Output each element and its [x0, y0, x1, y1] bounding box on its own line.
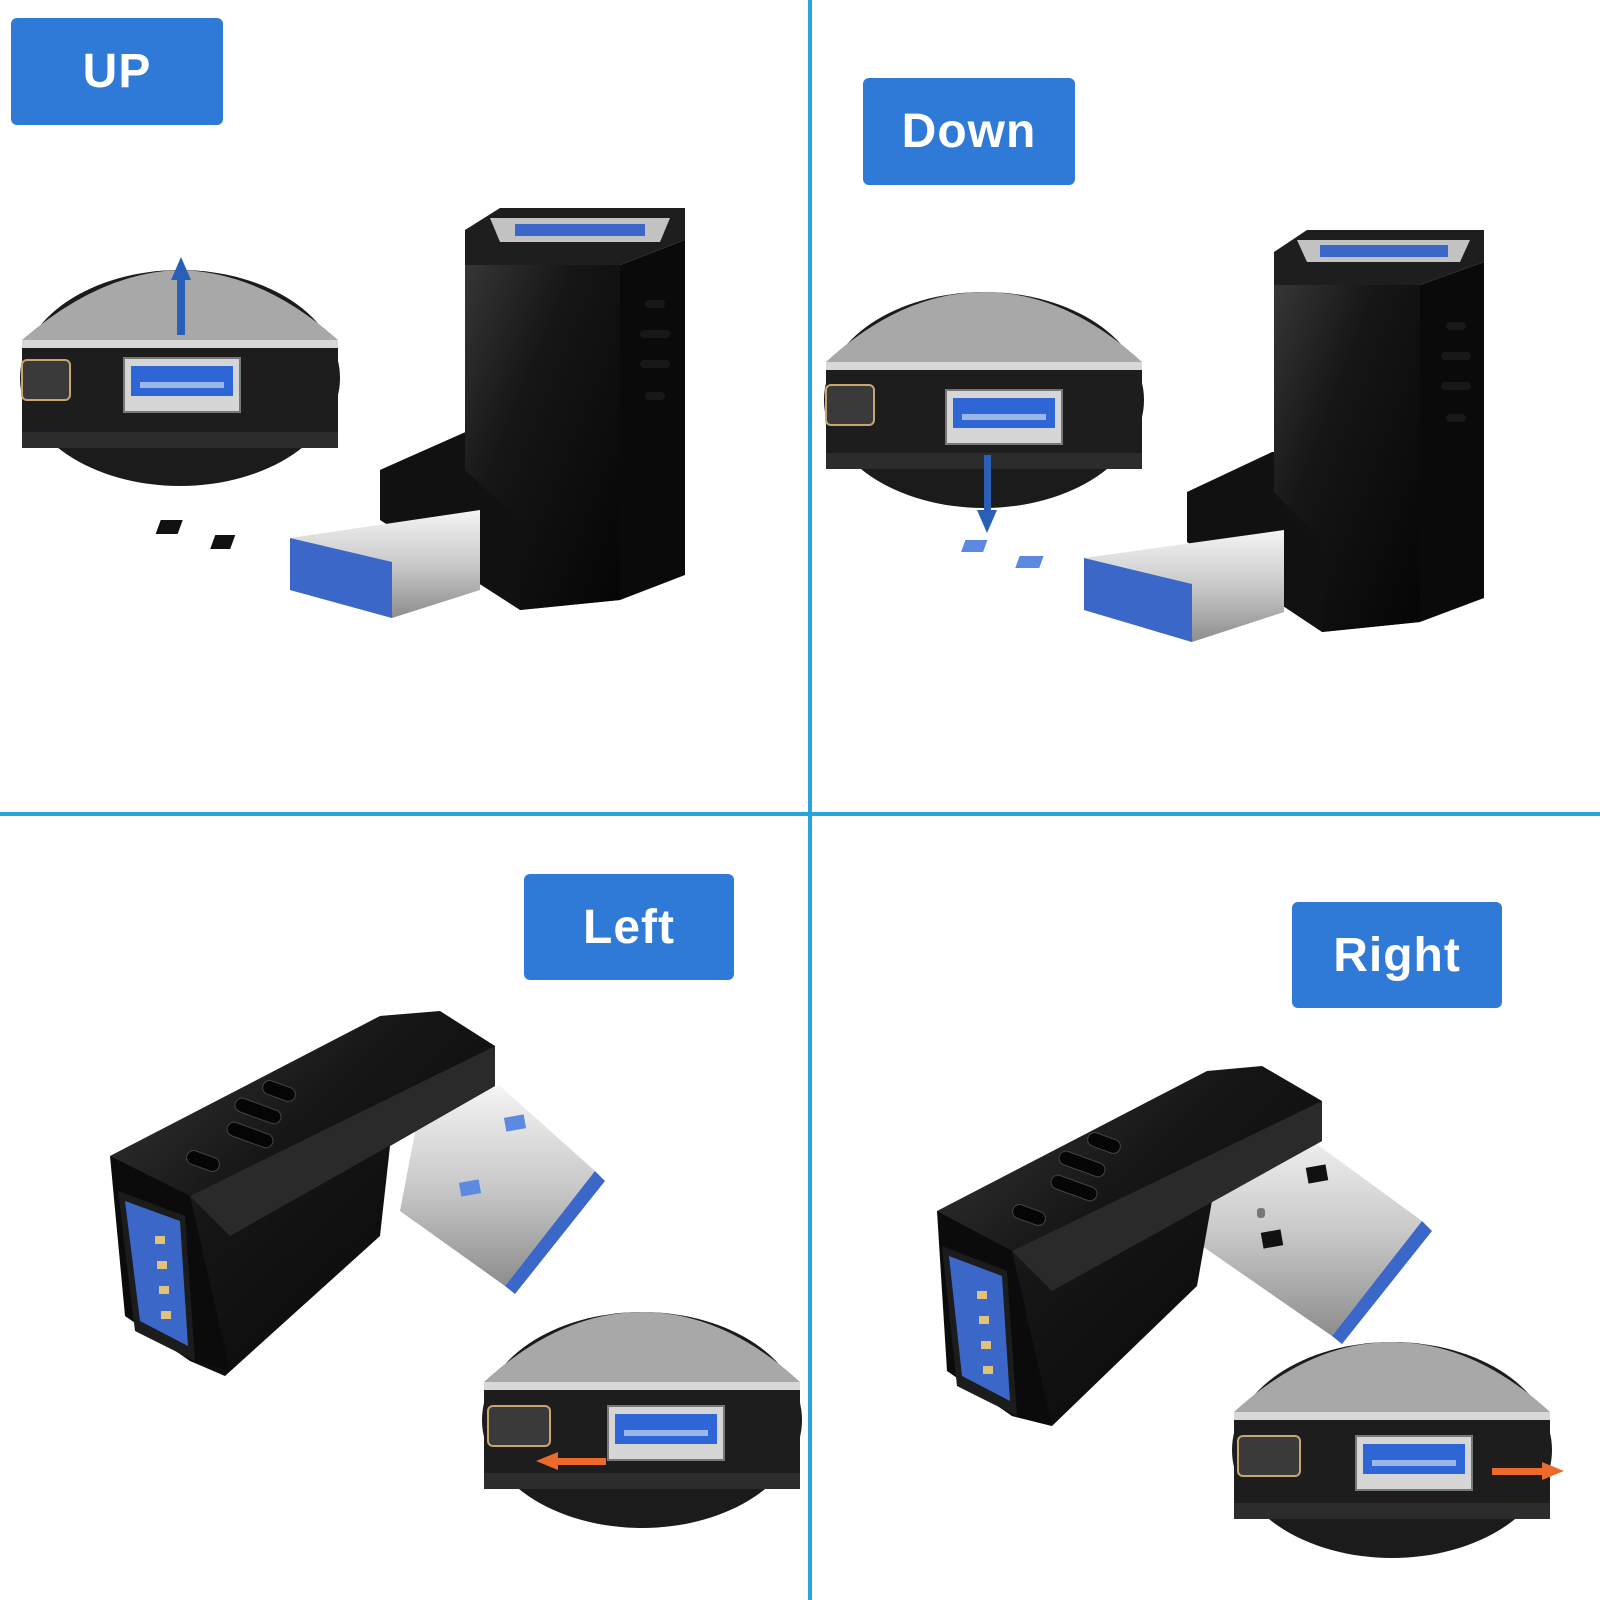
adapter-down-illustration	[824, 230, 1484, 642]
direction-label-up: UP	[11, 18, 223, 125]
direction-label-left: Left	[524, 874, 734, 980]
port-zoom-lens-down	[824, 292, 1144, 508]
arrow-up-icon	[171, 257, 191, 335]
usb-adapter-left	[110, 1011, 605, 1376]
port-zoom-lens-left	[482, 1312, 802, 1528]
vertical-divider	[808, 0, 812, 1600]
usb-adapter-right	[937, 1066, 1432, 1426]
port-zoom-lens-right	[1232, 1342, 1552, 1558]
arrow-left-icon	[536, 1452, 606, 1470]
adapter-up-illustration	[20, 208, 685, 618]
direction-label-right: Right	[1292, 902, 1502, 1008]
quadrant-up: UP	[0, 0, 808, 812]
usb-adapter-up	[155, 208, 685, 618]
arrow-right-icon	[1492, 1462, 1564, 1480]
arrow-down-icon	[977, 455, 997, 533]
horizontal-divider	[0, 812, 1600, 816]
adapter-right-illustration	[937, 1066, 1564, 1558]
quadrant-down: Down	[812, 0, 1600, 812]
quadrant-left: Left	[0, 816, 808, 1600]
direction-label-down: Down	[863, 78, 1075, 185]
usb-adapter-down	[961, 230, 1484, 642]
quadrant-right: Right	[812, 816, 1600, 1600]
adapter-left-illustration	[110, 1011, 802, 1528]
